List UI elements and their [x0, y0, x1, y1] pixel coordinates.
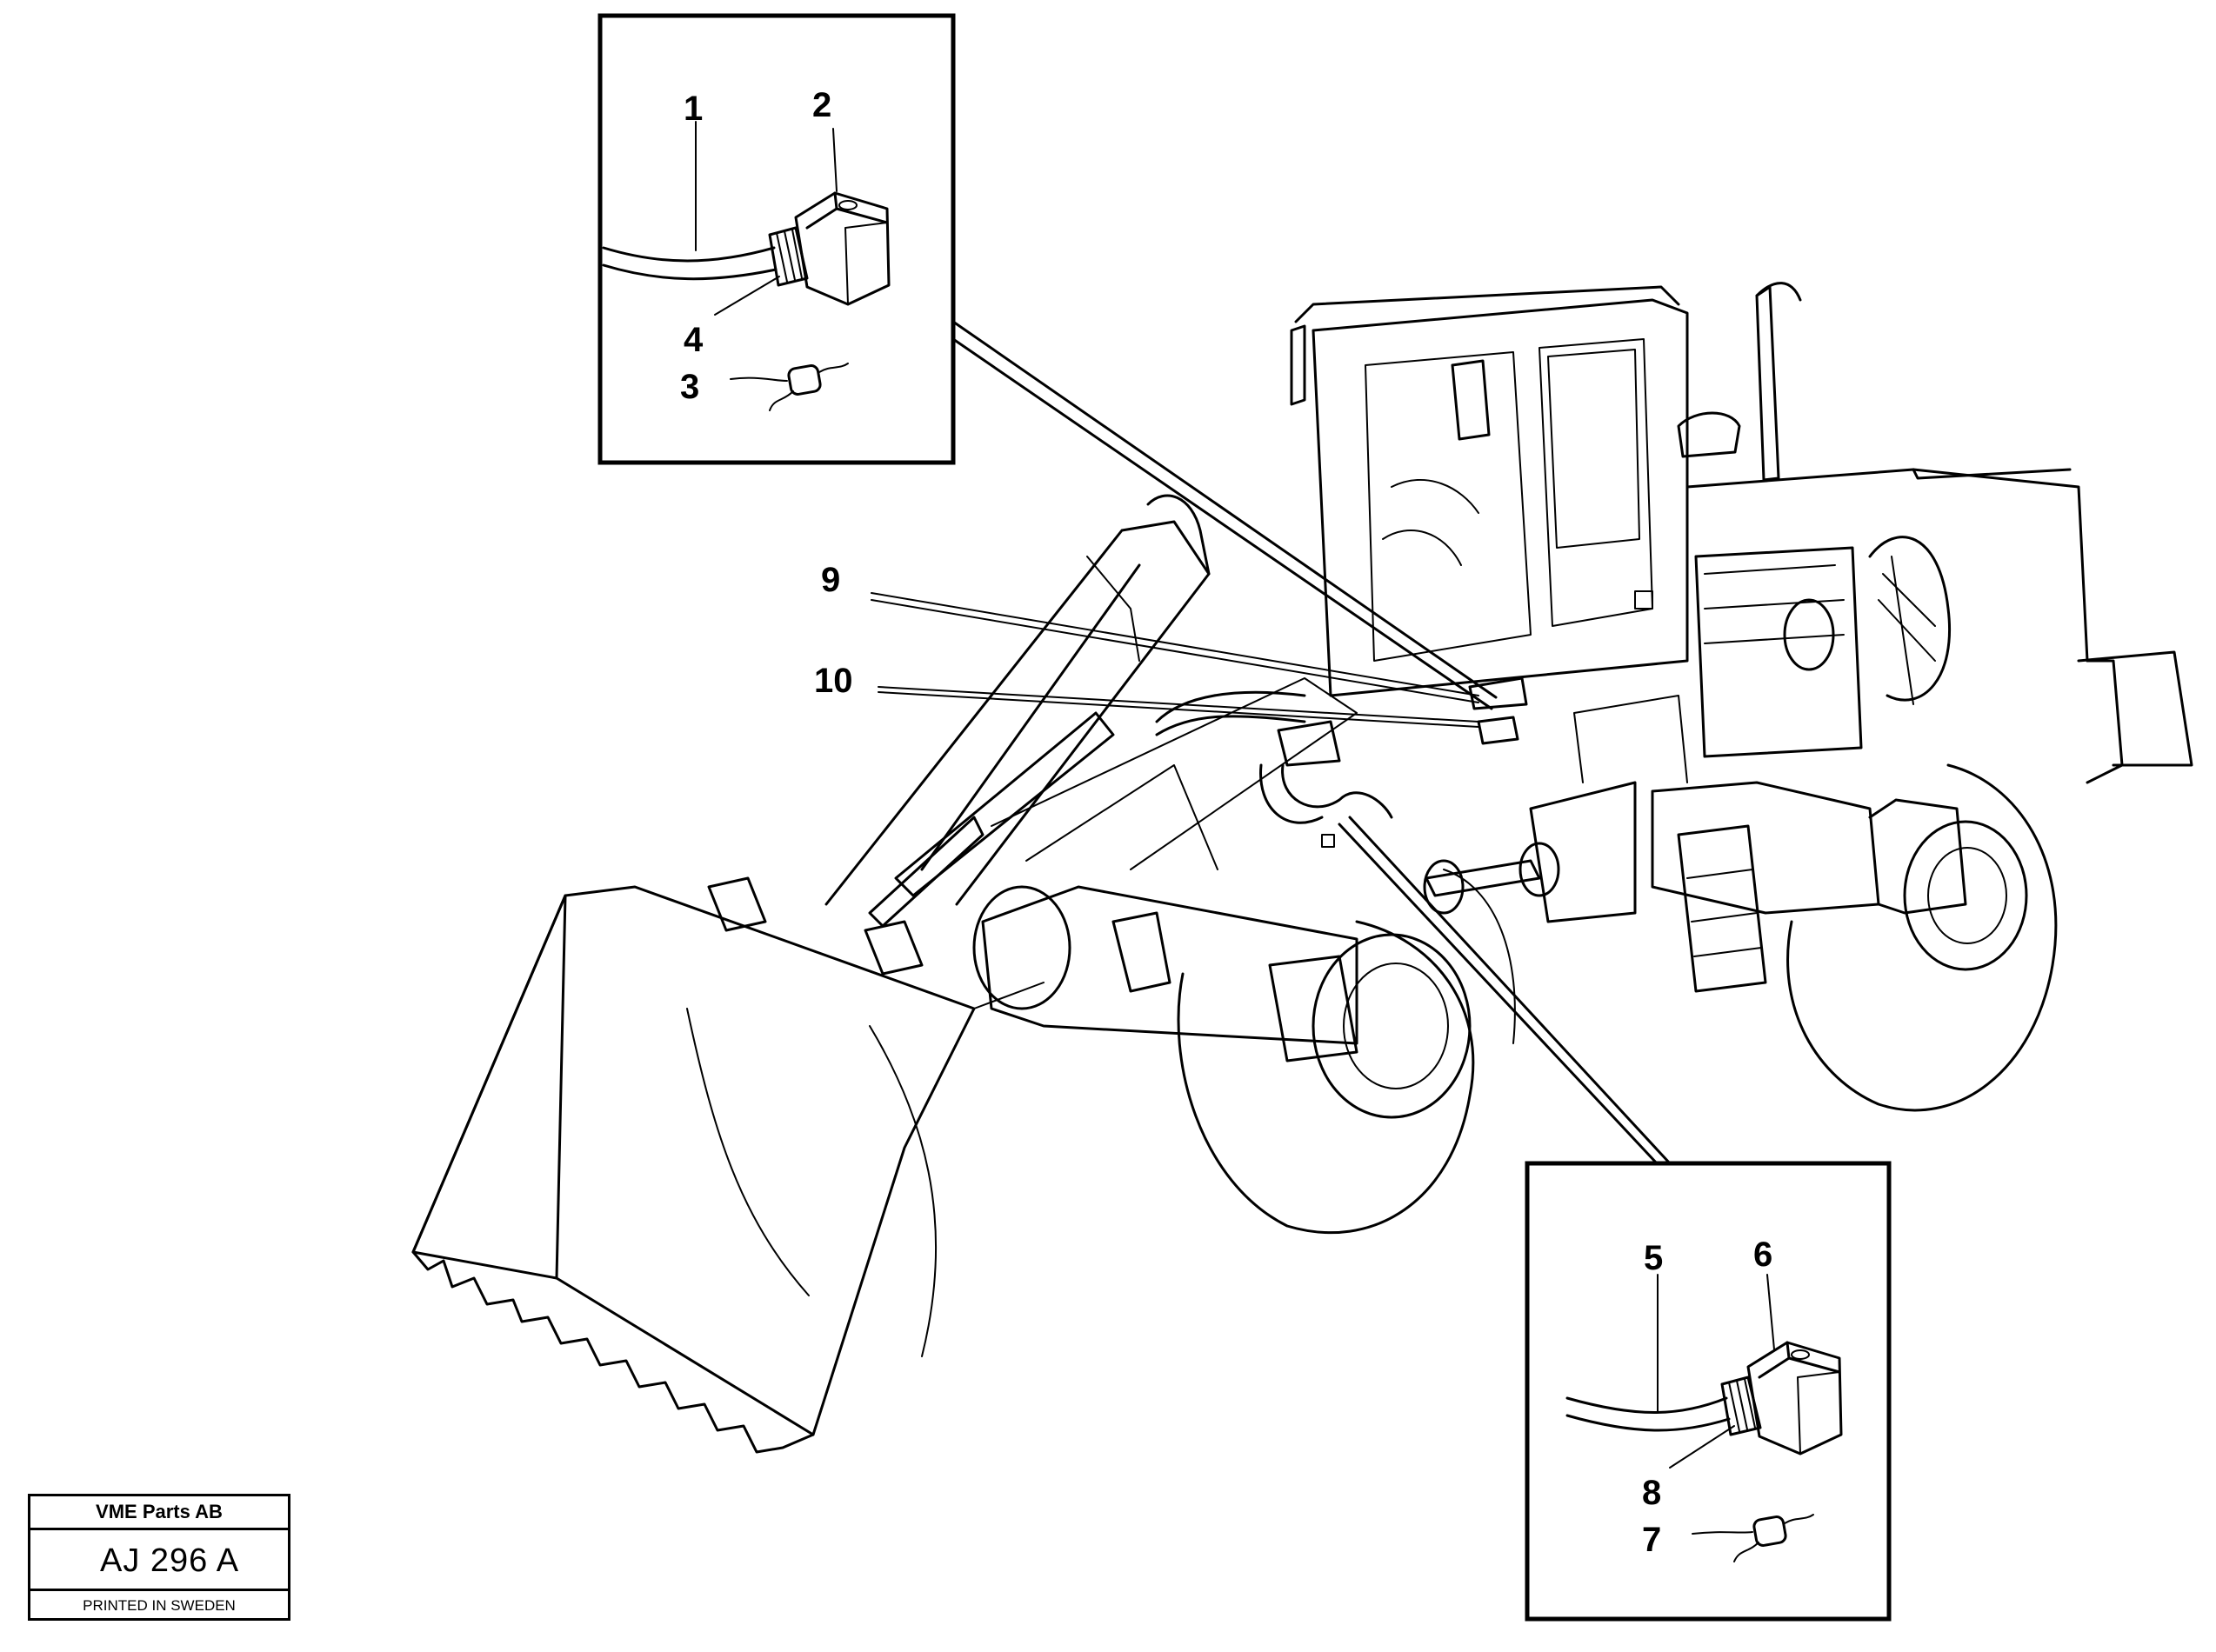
wheel-loader-illustration — [411, 282, 2193, 1454]
title-block-printed: PRINTED IN SWEDEN — [83, 1597, 236, 1614]
detail-box-top: 1 2 4 3 — [597, 13, 956, 465]
detail-box-bottom: 5 6 8 7 — [1525, 1161, 1892, 1622]
callout-2: 2 — [812, 86, 831, 124]
callout-10: 10 — [814, 662, 853, 700]
callout-9: 9 — [821, 561, 840, 599]
callout-1: 1 — [684, 90, 703, 128]
callout-3: 3 — [680, 368, 699, 406]
title-block-company: VME Parts AB — [30, 1496, 288, 1530]
title-block: VME Parts AB AJ 296 A PRINTED IN SWEDEN — [28, 1494, 290, 1621]
callout-7: 7 — [1642, 1521, 1661, 1559]
callout-8: 8 — [1642, 1474, 1661, 1512]
callout-5: 5 — [1644, 1239, 1663, 1277]
title-block-code: AJ 296 A — [30, 1530, 288, 1591]
callout-4: 4 — [684, 321, 704, 359]
pointer-lines: 9 10 — [814, 320, 1672, 1165]
callout-6: 6 — [1753, 1236, 1772, 1274]
